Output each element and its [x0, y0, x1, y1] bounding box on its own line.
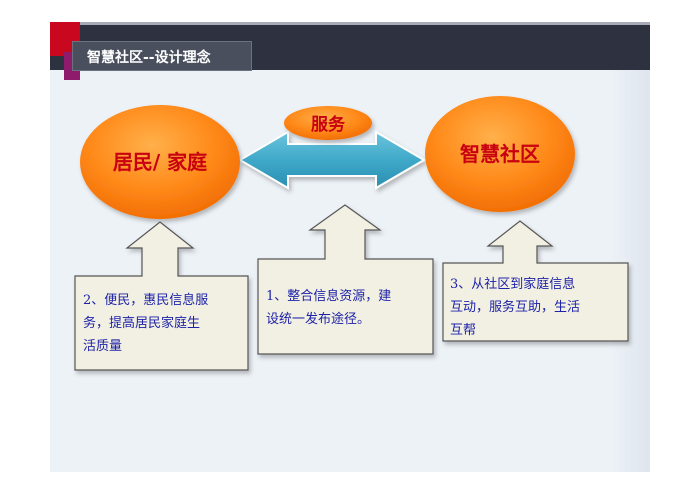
double-arrow-shape: [238, 130, 426, 190]
page-title: 智慧社区--设计理念: [87, 50, 211, 66]
header-band-highlight: [50, 22, 650, 25]
interaction-text-line-2: 互动，服务互助，生活: [450, 299, 580, 315]
service-oval: [284, 106, 372, 140]
residents-oval-label: 居民/ 家庭: [113, 150, 207, 174]
smart-community-oval: [425, 96, 575, 212]
interaction-callout-box: [442, 220, 629, 342]
benefit-callout-box: [74, 221, 249, 371]
page-title-box: 智慧社区--设计理念: [72, 41, 252, 71]
benefit-text-line-2: 务，提高居民家庭生: [83, 315, 200, 331]
concept-diagram: 居民/ 家庭 智慧社区 服务 2、便民，惠民信息服 务，提高居民家庭生 活质量 …: [74, 96, 629, 371]
slide: 智慧社区--设计理念 居民/ 家庭 智慧社区: [50, 22, 650, 472]
integration-text-line-2: 设统一发布途径。: [266, 311, 370, 327]
interaction-text-line-1: 3、从社区到家庭信息: [450, 276, 575, 292]
smart-community-oval-label: 智慧社区: [460, 142, 540, 166]
residents-oval: [80, 105, 240, 219]
service-oval-label: 服务: [311, 114, 346, 135]
integration-callout-box: [257, 204, 434, 355]
benefit-text-line-3: 活质量: [83, 339, 122, 354]
integration-text-line-1: 1、整合信息资源，建: [266, 288, 391, 304]
benefit-text-line-1: 2、便民，惠民信息服: [83, 292, 208, 308]
interaction-text-line-3: 互帮: [450, 323, 476, 338]
